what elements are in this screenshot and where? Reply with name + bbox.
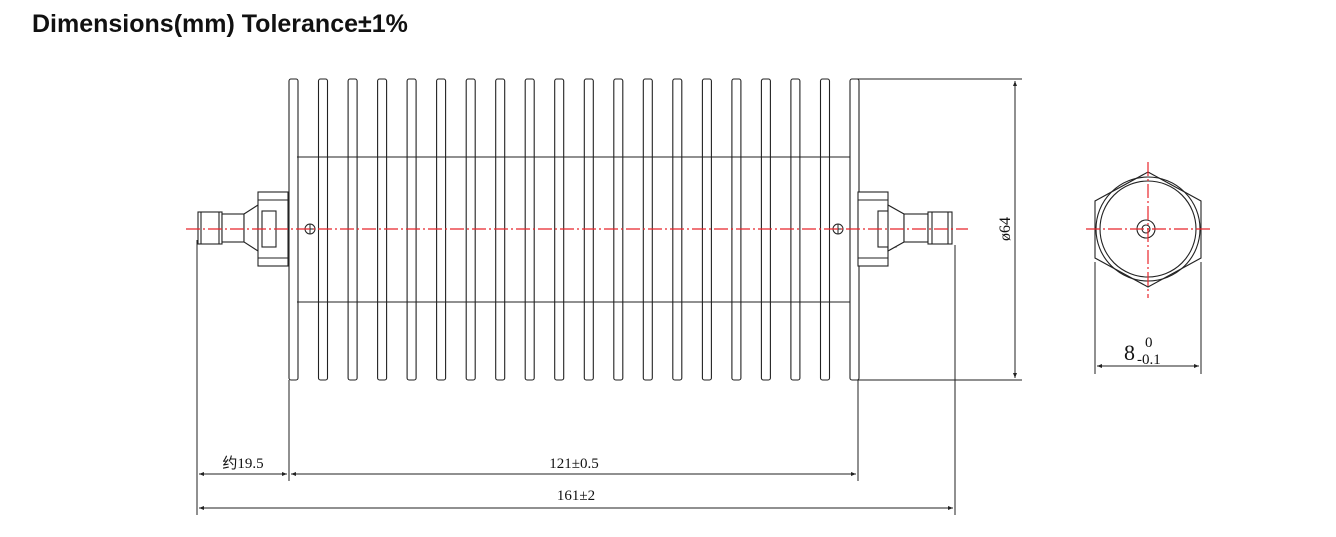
diameter-dimension [852,78,1022,381]
end-view-centerlines [1086,162,1212,298]
overall-length-label: 161±2 [557,488,595,504]
heatsink-core [297,156,850,303]
hex-size-base-label: 8 [1124,340,1135,365]
body-length-label: 121±0.5 [549,456,598,472]
length-dimensions [196,240,956,515]
connector-length-label: 约19.5 [222,455,263,472]
diameter-label: ø64 [997,217,1014,241]
hex-size-upper-tolerance: 0 [1145,335,1153,351]
hex-size-lower-tolerance: -0.1 [1137,352,1161,368]
page-title: Dimensions(mm) Tolerance±1% [32,10,408,38]
hex-size-dimension [1094,262,1202,374]
